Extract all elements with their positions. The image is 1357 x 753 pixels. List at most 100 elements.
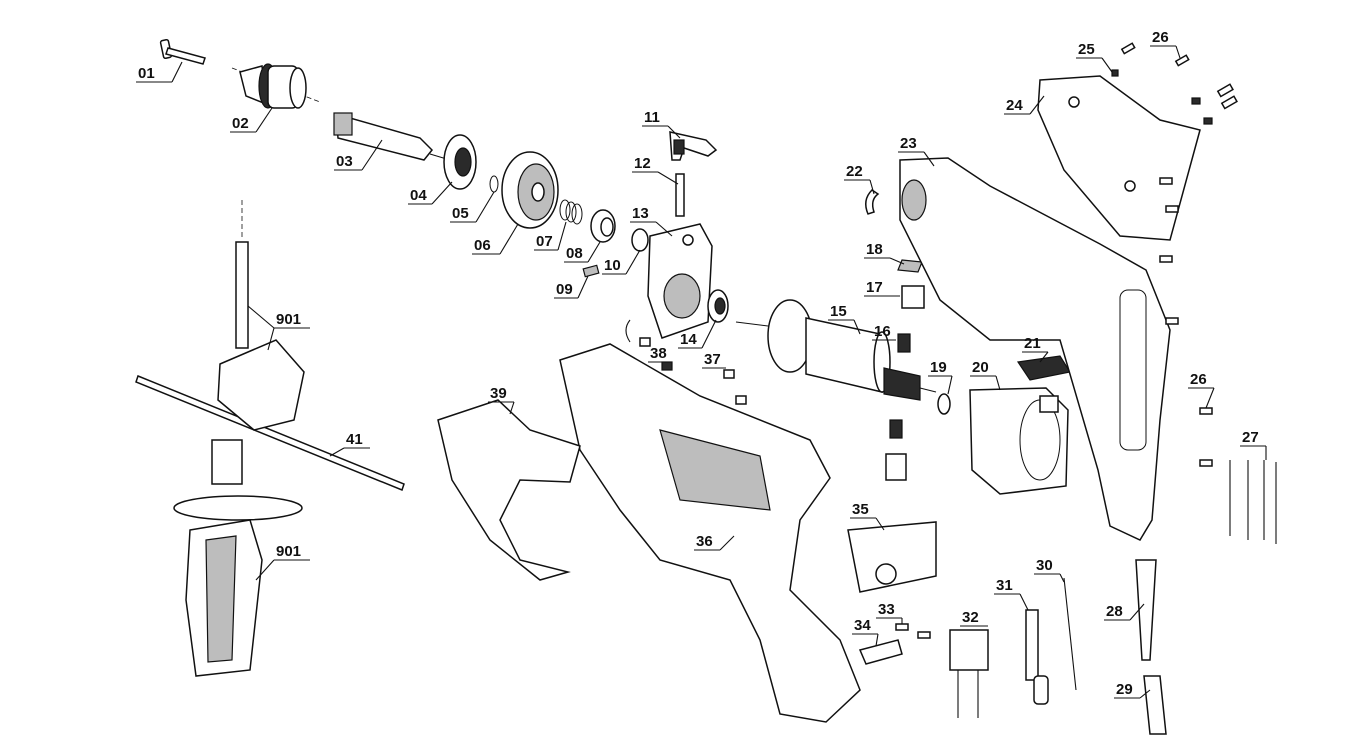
svg-text:13: 13 [632,205,649,222]
capacitor-32 [949,629,989,718]
brush-set-27 [1229,460,1277,544]
bearing-10 [631,228,649,252]
svg-text:901: 901 [276,543,301,560]
svg-text:39: 39 [490,385,507,402]
svg-text:28: 28 [1106,603,1123,620]
screws-33 [895,623,931,639]
label-33: 33 [876,601,903,624]
svg-text:03: 03 [336,153,353,170]
label-39: 39 [488,385,515,415]
svg-text:14: 14 [680,331,697,348]
strain-relief-28 [1135,559,1157,661]
clip-22 [865,189,880,215]
label-28: 28 [1104,603,1145,621]
svg-text:18: 18 [866,241,883,258]
label-30: 30 [1034,557,1065,583]
label-18: 18 [864,241,905,265]
svg-text:08: 08 [566,245,583,262]
label-06: 06 [472,223,519,255]
ring-05 [489,175,499,193]
label-11: 11 [642,109,681,139]
label-16: 16 [872,323,896,341]
label-05: 05 [450,191,495,223]
key-09 [582,264,600,278]
gear-06 [501,151,559,229]
svg-text:23: 23 [900,135,917,152]
svg-text:02: 02 [232,115,249,132]
label-15: 15 [828,303,861,335]
label-10: 10 [602,249,641,275]
label-08: 08 [564,241,601,263]
label-29: 29 [1114,681,1151,699]
svg-text:38: 38 [650,345,667,362]
bearing-14 [707,289,729,323]
label-02: 02 [230,107,273,133]
selector-knob-11 [669,131,718,161]
housing-half-23 [899,157,1171,541]
label-20: 20 [970,359,1001,391]
svg-text:04: 04 [410,187,427,204]
svg-text:15: 15 [830,303,847,320]
label-38: 38 [648,345,672,363]
screw-set-26 [1111,42,1238,467]
svg-text:31: 31 [996,577,1013,594]
label-01: 01 [136,61,183,83]
svg-text:25: 25 [1078,41,1095,58]
depth-stop-41 [135,375,405,491]
label-04: 04 [408,181,453,205]
svg-text:37: 37 [704,351,721,368]
label-26-top: 26 [1150,29,1181,59]
svg-text:22: 22 [846,163,863,180]
gear-housing-13 [647,223,713,339]
svg-text:36: 36 [696,533,713,550]
label-12: 12 [632,155,679,185]
chuck-key-01 [159,38,206,65]
label-901-top: 901 [247,305,310,351]
pin-12 [675,173,685,217]
svg-text:26: 26 [1190,371,1207,388]
label-13: 13 [630,205,673,237]
svg-text:01: 01 [138,65,155,82]
label-37: 37 [702,351,726,369]
spindle-03 [333,112,451,161]
svg-text:11: 11 [644,109,660,126]
cap-18 [897,259,923,273]
svg-text:20: 20 [972,359,989,376]
label-25: 25 [1076,41,1113,73]
svg-text:901: 901 [276,311,301,328]
nose-cover-39 [437,399,581,581]
brush-holder-17 [901,285,925,309]
svg-text:35: 35 [852,501,869,518]
svg-text:19: 19 [930,359,947,376]
bearing-04 [443,134,477,190]
svg-text:06: 06 [474,237,491,254]
label-24: 24 [1004,95,1045,115]
label-31: 31 [994,577,1029,611]
drill-chuck-02 [231,63,321,109]
brush-16 [885,333,911,481]
svg-text:09: 09 [556,281,573,298]
wire-30 [1063,577,1077,691]
stator-20 [969,387,1069,495]
label-19: 19 [928,359,953,395]
label-17: 17 [864,279,900,297]
label-07: 07 [534,221,567,251]
washer-19 [937,393,951,415]
svg-text:17: 17 [866,279,883,296]
label-27: 27 [1240,429,1267,460]
screws-37 [723,369,747,405]
label-03: 03 [334,139,383,171]
clamp-34 [858,639,903,665]
svg-text:32: 32 [962,609,979,626]
svg-text:24: 24 [1006,97,1023,114]
svg-text:33: 33 [878,601,895,618]
svg-text:07: 07 [536,233,553,250]
spring-07 [559,199,583,225]
svg-text:10: 10 [604,257,621,274]
housing-half-36 [559,343,861,723]
svg-text:30: 30 [1036,557,1053,574]
svg-text:05: 05 [452,205,469,222]
label-35: 35 [850,501,885,531]
